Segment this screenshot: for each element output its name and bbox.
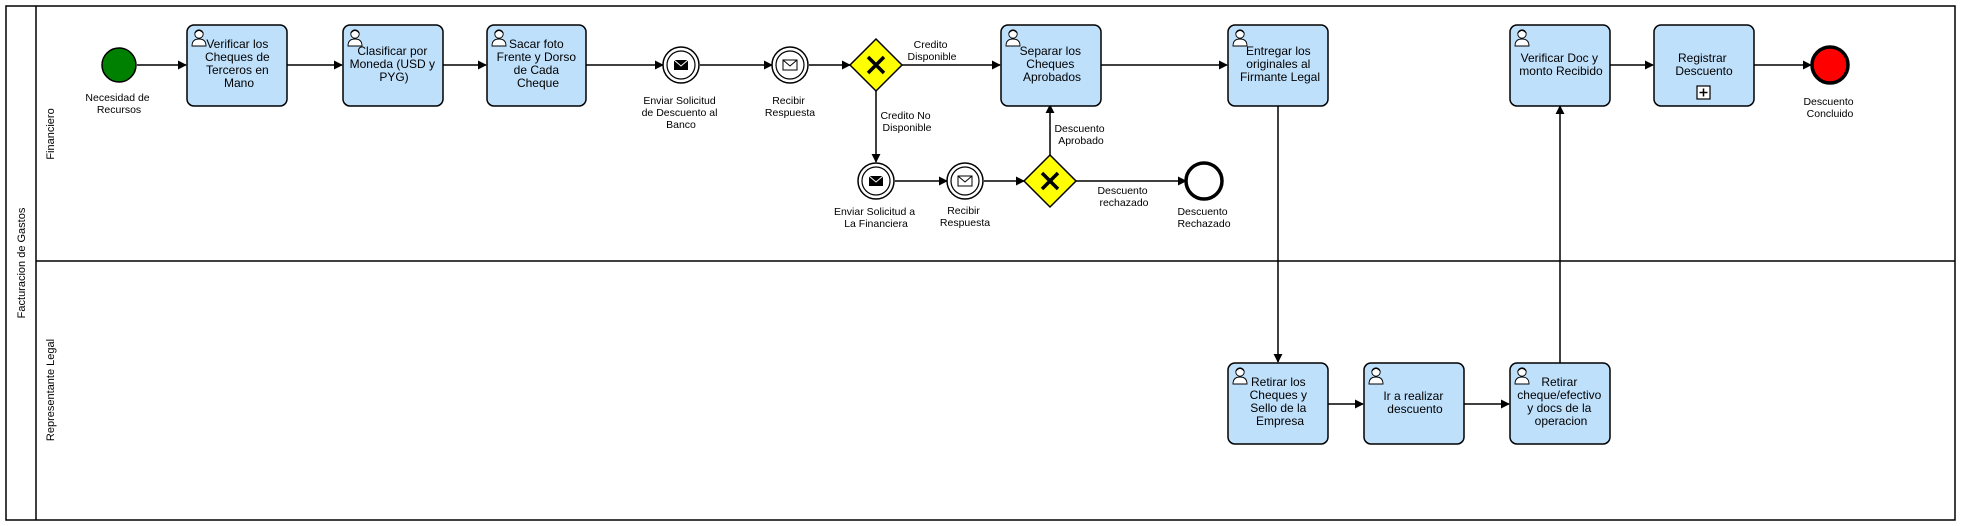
svg-text:Entregar los originales: Entregar los originales al Firmante Lega… <box>1240 44 1320 84</box>
svg-text:Sacar foto Frente y Dors: Sacar foto Frente y Dorso de Cada Cheque <box>497 37 580 90</box>
end-event-rechazado[interactable] <box>1184 161 1224 201</box>
flow-label-descuento-rechazado: Descuento rechazado <box>1097 185 1150 209</box>
svg-text:Clasificar por Moneda (U: Clasificar por Moneda (USD y PYG) <box>350 44 439 84</box>
envelope-filled-icon <box>868 175 884 187</box>
receive-message-2-label: Recibir Respuesta <box>940 205 990 229</box>
task-ir-realizar[interactable]: Ir a realizar descuento <box>1363 362 1465 445</box>
receive-message-event-1[interactable] <box>771 46 809 84</box>
flow-label-descuento-aprobado: Descuento Aprobado <box>1054 123 1107 147</box>
exclusive-gateway-1[interactable] <box>848 37 904 93</box>
exclusive-gateway-2[interactable] <box>1022 153 1078 209</box>
envelope-icon <box>957 175 973 187</box>
svg-text:Retirar los Cheques y: Retirar los Cheques y Sello de la Empres… <box>1250 375 1311 428</box>
send-message-financiera-label: Enviar Solicitud a La Financiera <box>834 206 918 230</box>
task-verificar-doc[interactable]: Verificar Doc y monto Recibido <box>1509 24 1611 107</box>
pool: Facturacion de Gastos <box>5 5 1956 521</box>
start-event[interactable] <box>101 47 137 83</box>
lane-label-representante: Representante Legal <box>45 339 57 441</box>
lane-representante-legal: Representante Legal <box>45 339 57 441</box>
x-icon <box>866 55 886 75</box>
svg-text:Separar los Cheques: Separar los Cheques Aprobados <box>1020 44 1085 84</box>
task-separar[interactable]: Separar los Cheques Aprobados <box>1000 24 1102 107</box>
task-retirar-efectivo[interactable]: Retirar cheque/efectivo y docs de la ope… <box>1509 362 1611 445</box>
receive-message-1-label: Recibir Respuesta <box>765 95 815 119</box>
flow-label-credito-disponible: Credito Disponible <box>907 39 956 63</box>
svg-text:Retirar cheque/efectivo: Retirar cheque/efectivo y docs de la ope… <box>1517 375 1604 428</box>
subprocess-registrar[interactable]: Registrar Descuento <box>1653 24 1755 107</box>
flow-label-credito-no-disponible: Credito No Disponible <box>880 110 933 134</box>
svg-text:Verificar los Cheques de: Verificar los Cheques de Terceros en Man… <box>205 37 273 90</box>
start-event-label: Necesidad de Recursos <box>85 92 152 116</box>
task-retirar-cheques[interactable]: Retirar los Cheques y Sello de la Empres… <box>1227 362 1329 445</box>
expand-plus-icon <box>1696 85 1711 100</box>
end-event-concluido-label: Descuento Concluido <box>1803 96 1856 120</box>
send-message-banco-label: Enviar Solicitud de Descuento al Banco <box>642 95 721 131</box>
sequence-flows <box>137 60 1812 409</box>
svg-text:Verificar Doc y monto Re: Verificar Doc y monto Recibido <box>1519 51 1603 78</box>
task-clasificar[interactable]: Clasificar por Moneda (USD y PYG) <box>342 24 444 107</box>
send-message-event-banco[interactable] <box>662 46 700 84</box>
end-event-concluido[interactable] <box>1810 45 1850 85</box>
receive-message-event-2[interactable] <box>946 162 984 200</box>
end-event-rechazado-label: Descuento Rechazado <box>1177 206 1230 230</box>
task-entregar[interactable]: Entregar los originales al Firmante Lega… <box>1227 24 1329 107</box>
envelope-filled-icon <box>673 59 689 71</box>
lane-label-financiero: Financiero <box>45 108 57 159</box>
task-verificar-cheques[interactable]: Verificar los Cheques de Terceros en Man… <box>186 24 288 107</box>
x-icon <box>1040 171 1060 191</box>
envelope-icon <box>782 59 798 71</box>
lane-financiero: Financiero <box>36 5 66 160</box>
pool-label: Facturacion de Gastos <box>16 207 28 318</box>
task-sacar-foto[interactable]: Sacar foto Frente y Dorso de Cada Cheque <box>486 24 587 107</box>
svg-text:Registrar Descuento: Registrar Descuento <box>1675 51 1733 78</box>
svg-text:Ir a realizar descuento: Ir a realizar descuento <box>1383 389 1446 416</box>
send-message-event-financiera[interactable] <box>857 162 895 200</box>
